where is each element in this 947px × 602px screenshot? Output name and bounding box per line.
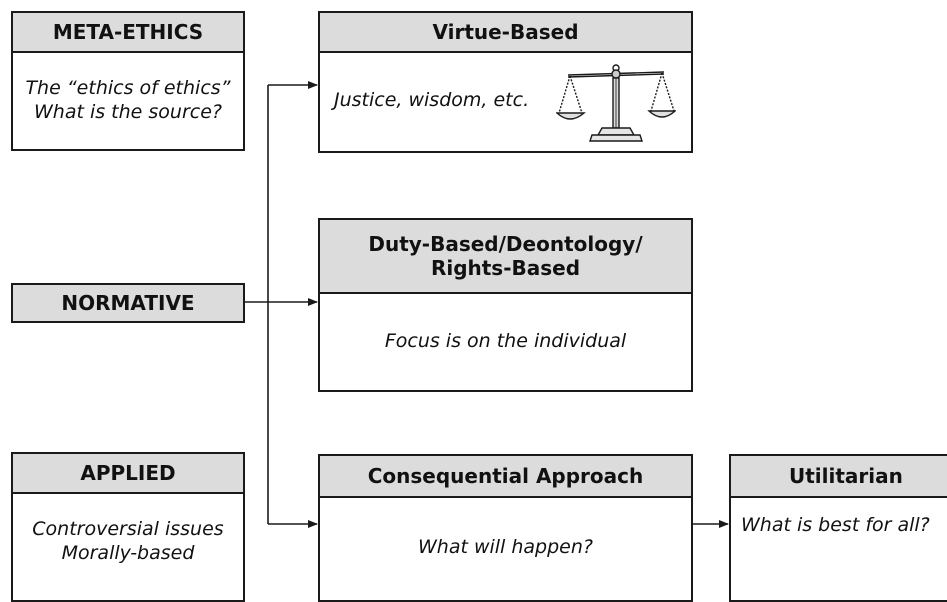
applied-box: APPLIED Controversial issues Morally-bas… xyxy=(11,452,245,602)
duty-based-title: Duty-Based/Deontology/ Rights-Based xyxy=(320,220,691,294)
utilitarian-title: Utilitarian xyxy=(731,456,947,498)
meta-ethics-title: META-ETHICS xyxy=(13,13,243,53)
meta-ethics-body: The “ethics of ethics” What is the sourc… xyxy=(13,53,243,149)
utilitarian-box: Utilitarian What is best for all? xyxy=(729,454,947,602)
duty-based-title-line-2: Rights-Based xyxy=(430,256,581,280)
virtue-based-text: Justice, wisdom, etc. xyxy=(334,89,530,111)
meta-ethics-line-2: What is the source? xyxy=(34,101,222,123)
meta-ethics-box: META-ETHICS The “ethics of ethics” What … xyxy=(11,11,245,151)
meta-ethics-line-1: The “ethics of ethics” xyxy=(25,77,231,100)
utilitarian-text: What is best for all? xyxy=(741,514,930,537)
consequential-approach-box: Consequential Approach What will happen? xyxy=(318,454,693,602)
consequential-approach-text: What will happen? xyxy=(418,536,593,559)
utilitarian-body: What is best for all? xyxy=(731,476,947,576)
duty-based-title-line-1: Duty-Based/Deontology/ xyxy=(368,232,643,256)
applied-line-2: Morally-based xyxy=(61,541,195,564)
applied-title: APPLIED xyxy=(13,454,243,494)
virtue-based-body: Justice, wisdom, etc. xyxy=(320,53,691,151)
virtue-based-box: Virtue-Based Justice, wisdom, etc. xyxy=(318,11,693,153)
virtue-based-title: Virtue-Based xyxy=(320,13,691,53)
consequential-approach-body: What will happen? xyxy=(320,498,691,598)
duty-based-text: Focus is on the individual xyxy=(384,330,627,353)
duty-based-box: Duty-Based/Deontology/ Rights-Based Focu… xyxy=(318,218,693,392)
normative-connector xyxy=(244,81,729,528)
applied-body: Controversial issues Morally-based xyxy=(13,494,243,589)
normative-box: NORMATIVE xyxy=(11,283,245,323)
consequential-approach-title: Consequential Approach xyxy=(320,456,691,498)
duty-based-body: Focus is on the individual xyxy=(320,294,691,390)
applied-line-1: Controversial issues xyxy=(32,517,224,540)
scales-of-justice-icon xyxy=(556,64,676,142)
